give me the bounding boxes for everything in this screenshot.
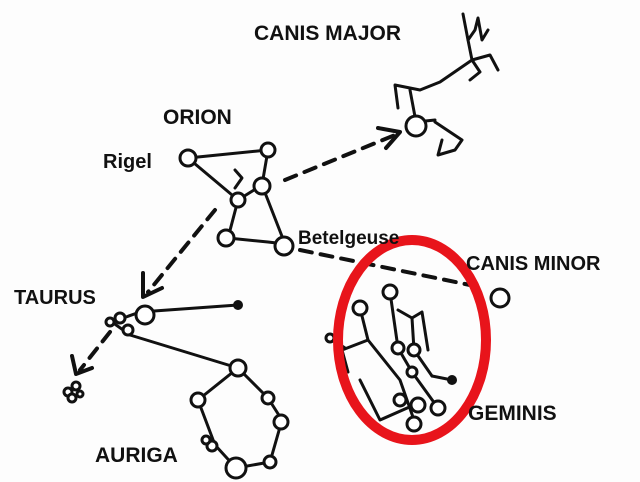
label-canis-major: CANIS MAJOR bbox=[254, 22, 401, 45]
aldebaran-star bbox=[134, 304, 156, 326]
auriga-star bbox=[272, 413, 290, 431]
hyades-star bbox=[113, 311, 127, 325]
label-auriga: AURIGA bbox=[95, 444, 178, 467]
canis-major-figure bbox=[393, 12, 500, 157]
pointer-arrows bbox=[70, 126, 472, 376]
arrow-to-canis-minor bbox=[298, 248, 472, 287]
rigel-star bbox=[178, 148, 198, 168]
geminis-star bbox=[447, 375, 457, 385]
arrow-to-pleiades bbox=[78, 330, 112, 372]
label-rigel: Rigel bbox=[103, 151, 152, 173]
taurus-figure bbox=[62, 300, 243, 404]
orion-star bbox=[229, 191, 247, 209]
arrowhead-icon bbox=[376, 126, 402, 150]
orion-star bbox=[252, 176, 272, 196]
geminis-star bbox=[390, 340, 406, 356]
procyon-star bbox=[489, 287, 511, 309]
castor-star bbox=[351, 299, 369, 317]
label-betelgeuse: Betelgeuse bbox=[298, 228, 399, 249]
pollux-star bbox=[381, 283, 399, 301]
arrowhead-icon bbox=[70, 354, 94, 376]
geminis-star bbox=[405, 415, 423, 433]
geminis-star bbox=[429, 399, 447, 417]
auriga-star bbox=[189, 391, 207, 409]
highlight-ellipse bbox=[333, 235, 491, 445]
label-orion: ORION bbox=[163, 106, 232, 129]
betelgeuse-star bbox=[273, 235, 295, 257]
canis-minor-figure bbox=[489, 287, 511, 309]
arrow-to-canis-major bbox=[283, 133, 397, 182]
geminis-star bbox=[406, 342, 422, 358]
auriga-star bbox=[228, 358, 248, 378]
geminis-star bbox=[324, 332, 336, 344]
capella-star bbox=[224, 456, 248, 480]
auriga-star bbox=[260, 390, 276, 406]
label-geminis: GEMINIS bbox=[468, 402, 557, 425]
auriga-figure bbox=[189, 358, 290, 480]
arrow-to-taurus bbox=[146, 208, 217, 294]
pleiades-cluster bbox=[62, 380, 85, 404]
geminis-star bbox=[392, 392, 408, 408]
hyades-star bbox=[104, 316, 116, 328]
arrowhead-icon bbox=[141, 271, 164, 299]
label-canis-minor: CANIS MINOR bbox=[466, 253, 601, 275]
hyades-star bbox=[121, 323, 135, 337]
geminis-star bbox=[405, 365, 419, 379]
taurus-horn-star bbox=[233, 300, 243, 310]
orion-star bbox=[259, 141, 277, 159]
label-taurus: TAURUS bbox=[14, 287, 96, 309]
auriga-star bbox=[262, 454, 278, 470]
orion-star bbox=[216, 228, 236, 248]
auriga-star bbox=[200, 434, 212, 446]
geminis-star bbox=[409, 396, 427, 414]
sirius-star bbox=[404, 114, 428, 138]
orion-figure bbox=[178, 141, 295, 257]
